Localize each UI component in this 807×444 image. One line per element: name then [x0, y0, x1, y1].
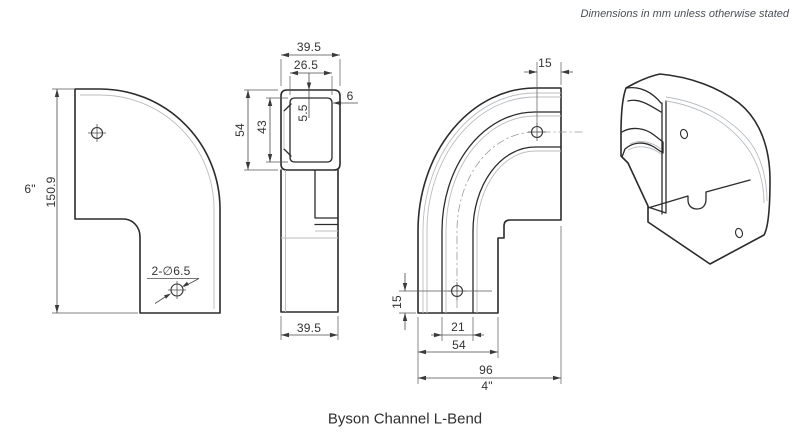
dim-section-outer-height: 54 [233, 123, 247, 137]
dim-side-height-inches: 6" [24, 182, 36, 196]
dim-section-inner-height: 43 [255, 120, 269, 134]
units-note: Dimensions in mm unless otherwise stated [580, 8, 789, 20]
front-view-drawing [399, 62, 583, 384]
dim-front-hole-to-bottom: 15 [390, 295, 404, 309]
dim-section-side-wall: 6 [346, 89, 354, 103]
dim-section-inner-width: 26.5 [293, 58, 319, 72]
dim-front-overall-mm: 96 [479, 363, 493, 377]
iso-hole-top [679, 128, 689, 140]
dim-side-height-mm: 150.9 [44, 176, 58, 208]
dim-side-hole-callout: 2-∅6.5 [151, 264, 191, 278]
dim-front-overall-inches: 4" [481, 379, 493, 393]
dim-section-leg-width: 39.5 [296, 321, 322, 335]
dim-front-inner-width: 21 [451, 320, 465, 334]
dim-section-outer-width: 39.5 [296, 40, 322, 54]
side-view-drawing [52, 88, 221, 314]
drawing-title: Byson Channel L-Bend [327, 410, 483, 428]
isometric-view-drawing [620, 73, 771, 265]
iso-hole-bottom [734, 227, 744, 239]
section-view-drawing [244, 52, 358, 340]
dim-section-top-wall: 5.5 [296, 104, 310, 122]
dim-front-hole-to-edge: 15 [538, 56, 552, 70]
dim-front-leg-width: 54 [452, 338, 466, 352]
